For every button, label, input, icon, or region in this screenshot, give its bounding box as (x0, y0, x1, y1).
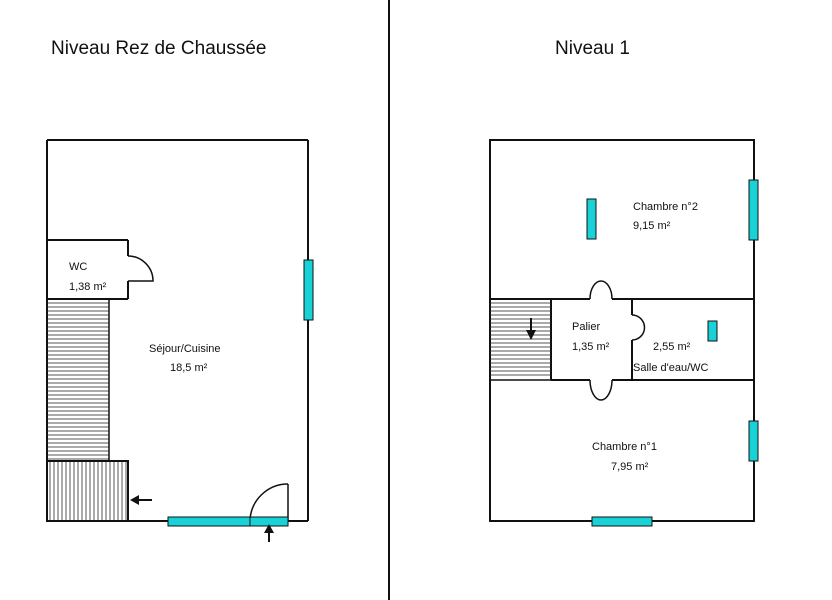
ground-floor-title: Niveau Rez de Chaussée (51, 38, 267, 59)
ground-stair-treads-lower (49, 462, 127, 520)
sejour-label: Séjour/Cuisine (149, 343, 221, 355)
chambre1-area: 7,95 m² (611, 461, 649, 473)
wc-label: WC (69, 261, 88, 273)
chambre2-label: Chambre n°2 (633, 201, 698, 213)
entrance-arrow-icon (264, 524, 274, 542)
chambre2-door-swing (589, 280, 613, 300)
sde-label: Salle d'eau/WC (633, 362, 709, 374)
first-floor-title: Niveau 1 (555, 38, 630, 59)
ground-stair-landing (46, 460, 129, 522)
chambre1-door-swing (589, 379, 613, 401)
chambre1-window-right (748, 420, 759, 462)
ground-window-right (303, 259, 314, 321)
wc-door-swing (127, 255, 154, 282)
ground-stair-outline (46, 298, 110, 462)
chambre2-skylight (586, 198, 597, 240)
chambre1-window-bottom (591, 516, 653, 527)
first-floor-stair-treads (490, 302, 551, 376)
sde-door-swing (631, 314, 646, 341)
palier-area: 1,35 m² (572, 341, 610, 353)
ground-window-bottom (167, 516, 289, 527)
first-floor-stair-outline (489, 298, 552, 381)
sde-skylight (707, 320, 718, 342)
ground-stair-treads-upper (47, 302, 109, 460)
palier-label: Palier (572, 321, 601, 333)
stair-entry-arrow-icon (130, 495, 152, 505)
chambre2-area: 9,15 m² (633, 220, 671, 232)
sejour-area: 18,5 m² (170, 362, 208, 374)
sde-area: 2,55 m² (653, 341, 691, 353)
chambre2-window (748, 179, 759, 241)
chambre1-label: Chambre n°1 (592, 441, 657, 453)
ground-floor-plan (46, 139, 309, 522)
entrance-door-swing (249, 483, 289, 522)
stair-down-arrow-icon (526, 318, 536, 340)
wc-area: 1,38 m² (69, 281, 107, 293)
